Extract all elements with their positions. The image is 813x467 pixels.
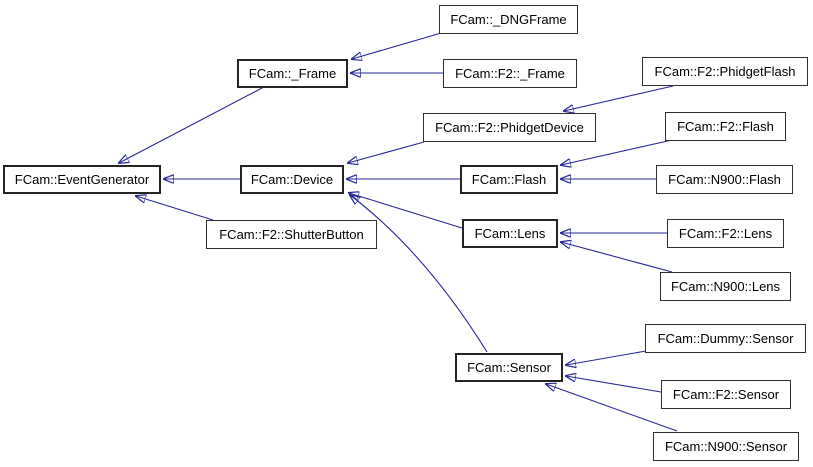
node-label: FCam::Device	[250, 172, 334, 187]
edge-n900sensor-to-sensor	[546, 384, 678, 432]
edge-n900lens-to-lens	[561, 242, 673, 273]
node-label: FCam::F2::Lens	[678, 226, 773, 241]
node-fcam-f2-phidgetflash[interactable]: FCam::F2::PhidgetFlash	[642, 57, 808, 86]
node-label: FCam::F2::_Frame	[455, 66, 565, 81]
edge-f2flash-to-flash	[561, 139, 673, 165]
node-label: FCam::F2::Sensor	[672, 387, 780, 402]
node-fcam-f2-frame[interactable]: FCam::F2::_Frame	[443, 59, 577, 88]
node-fcam-dngframe[interactable]: FCam::_DNGFrame	[439, 5, 578, 34]
node-fcam-n900-flash[interactable]: FCam::N900::Flash	[656, 165, 793, 194]
node-label: FCam::F2::ShutterButton	[219, 227, 364, 242]
edge-dngframe-to-frame	[352, 30, 449, 59]
node-fcam-dummy-sensor[interactable]: FCam::Dummy::Sensor	[645, 324, 806, 353]
node-fcam-n900-lens[interactable]: FCam::N900::Lens	[660, 272, 791, 301]
node-fcam-device[interactable]: FCam::Device	[240, 165, 344, 194]
edge-sensor-to-device	[350, 195, 488, 353]
node-fcam-flash[interactable]: FCam::Flash	[460, 165, 558, 194]
edge-shutterbutton-to-eventgenerator	[136, 196, 214, 221]
node-label: FCam::_DNGFrame	[450, 12, 567, 27]
node-fcam-frame[interactable]: FCam::_Frame	[237, 59, 348, 88]
edge-dummysensor-to-sensor	[566, 350, 647, 365]
node-label: FCam::Dummy::Sensor	[657, 331, 794, 346]
node-fcam-f2-sensor[interactable]: FCam::F2::Sensor	[661, 380, 791, 409]
node-fcam-n900-sensor[interactable]: FCam::N900::Sensor	[653, 432, 799, 461]
edge-lens-to-device	[349, 193, 463, 229]
node-label: FCam::N900::Lens	[670, 279, 781, 294]
node-label: FCam::N900::Flash	[668, 172, 781, 187]
node-fcam-f2-phidgetdevice[interactable]: FCam::F2::PhidgetDevice	[423, 113, 596, 142]
node-label: FCam::N900::Sensor	[664, 439, 788, 454]
edge-frame-to-eventgenerator	[119, 87, 263, 163]
node-fcam-f2-lens[interactable]: FCam::F2::Lens	[667, 219, 784, 248]
node-fcam-eventgenerator[interactable]: FCam::EventGenerator	[3, 165, 161, 194]
node-label: FCam::F2::PhidgetDevice	[435, 120, 584, 135]
node-label: FCam::EventGenerator	[14, 172, 150, 187]
node-label: FCam::F2::Flash	[677, 119, 774, 134]
node-label: FCam::Lens	[474, 226, 546, 241]
edge-phidgetdevice-to-device	[348, 141, 425, 163]
node-label: FCam::F2::PhidgetFlash	[654, 64, 796, 79]
node-fcam-sensor[interactable]: FCam::Sensor	[455, 353, 563, 382]
edge-phidgetflash-to-phidgetdevice	[564, 85, 674, 111]
edge-f2sensor-to-sensor	[566, 376, 662, 393]
node-label: FCam::Flash	[471, 172, 547, 187]
node-label: FCam::_Frame	[248, 66, 337, 81]
node-fcam-lens[interactable]: FCam::Lens	[462, 219, 558, 248]
node-fcam-f2-shutterbutton[interactable]: FCam::F2::ShutterButton	[206, 220, 377, 249]
node-fcam-f2-flash[interactable]: FCam::F2::Flash	[665, 112, 786, 141]
node-label: FCam::Sensor	[467, 360, 551, 375]
